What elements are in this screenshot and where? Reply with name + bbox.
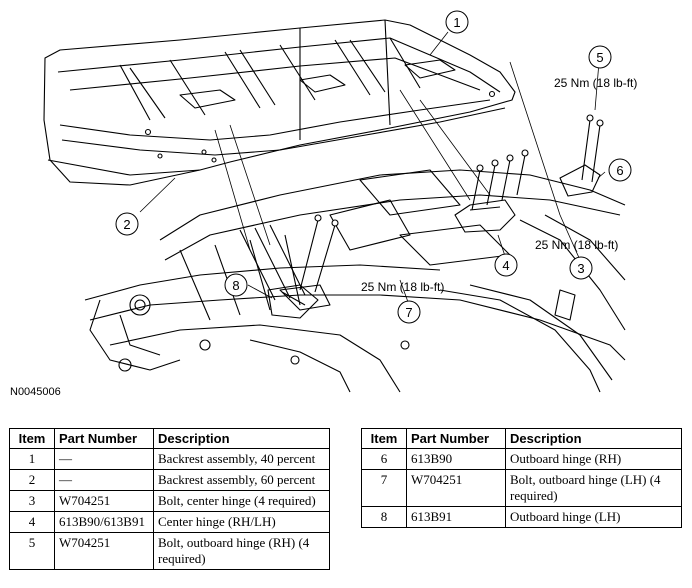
callout-5: 5 [596, 50, 603, 65]
header-part-number: Part Number [54, 428, 154, 449]
cell-part-number: — [54, 448, 154, 470]
table-header-row: Item Part Number Description [9, 428, 330, 449]
callout-4-circle [494, 253, 518, 277]
table-row: 7 W704251 Bolt, outboard hinge (LH) (4 r… [361, 469, 682, 507]
cell-description: Outboard hinge (RH) [505, 448, 682, 470]
cell-item: 4 [9, 511, 55, 533]
torque-label-center: 25 Nm (18 lb-ft) [535, 238, 618, 252]
cell-description: Bolt, outboard hinge (LH) (4 required) [505, 469, 682, 507]
torque-label-outboard-lh: 25 Nm (18 lb-ft) [361, 280, 444, 294]
header-description: Description [505, 428, 682, 449]
cell-part-number: 613B90/613B91 [54, 511, 154, 533]
table-row: 1 — Backrest assembly, 40 percent [9, 448, 330, 470]
cell-item: 5 [9, 532, 55, 570]
callout-7: 7 [405, 305, 412, 320]
parts-table-left: Item Part Number Description 1 — Backres… [9, 428, 330, 570]
table-row: 2 — Backrest assembly, 60 percent [9, 469, 330, 491]
table-header-row: Item Part Number Description [361, 428, 682, 449]
outboard-hinge-lh [267, 284, 319, 319]
torque-label-outboard-rh: 25 Nm (18 lb-ft) [554, 76, 637, 90]
table-row: 8 613B91 Outboard hinge (LH) [361, 506, 682, 528]
table-row: 4 613B90/613B91 Center hinge (RH/LH) [9, 511, 330, 533]
header-description: Description [153, 428, 330, 449]
cell-item: 2 [9, 469, 55, 491]
cell-item: 3 [9, 490, 55, 512]
cell-part-number: 613B90 [406, 448, 506, 470]
callout-2: 2 [123, 217, 130, 232]
cell-description: Center hinge (RH/LH) [153, 511, 330, 533]
bolts [299, 114, 604, 293]
callout-3-circle [569, 256, 593, 280]
header-item: Item [9, 428, 55, 449]
callout-5-circle [588, 45, 612, 69]
callout-8-circle [224, 273, 248, 297]
parts-table-right: Item Part Number Description 6 613B90 Ou… [361, 428, 682, 528]
table-row: 5 W704251 Bolt, outboard hinge (RH) (4 r… [9, 532, 330, 570]
cell-description: Bolt, outboard hinge (RH) (4 required) [153, 532, 330, 570]
center-hinge [454, 199, 516, 233]
cell-description: Backrest assembly, 40 percent [153, 448, 330, 470]
cell-description: Bolt, center hinge (4 required) [153, 490, 330, 512]
callout-1: 1 [453, 15, 460, 30]
cell-description: Outboard hinge (LH) [505, 506, 682, 528]
cell-item: 1 [9, 448, 55, 470]
cell-part-number: W704251 [406, 469, 506, 507]
callout-6-circle [608, 158, 632, 182]
header-item: Item [361, 428, 407, 449]
cell-description: Backrest assembly, 60 percent [153, 469, 330, 491]
cell-item: 7 [361, 469, 407, 507]
cell-part-number: W704251 [54, 532, 154, 570]
header-part-number: Part Number [406, 428, 506, 449]
callout-4: 4 [502, 258, 509, 273]
callout-8: 8 [232, 278, 239, 293]
exploded-view-diagram: 1 2 3 4 5 6 7 8 25 Nm (18 lb-ft) 25 Nm (… [43, 10, 637, 393]
callout-7-circle [397, 300, 421, 324]
table-row: 6 613B90 Outboard hinge (RH) [361, 448, 682, 470]
cell-part-number: 613B91 [406, 506, 506, 528]
table-row: 3 W704251 Bolt, center hinge (4 required… [9, 490, 330, 512]
callout-group: 1 2 3 4 5 6 7 8 [115, 10, 632, 324]
cell-item: 8 [361, 506, 407, 528]
callout-1-circle [445, 10, 469, 34]
cell-part-number: — [54, 469, 154, 491]
outboard-hinge-rh [559, 164, 601, 197]
callout-6: 6 [616, 163, 623, 178]
cell-part-number: W704251 [54, 490, 154, 512]
callout-2-circle [115, 212, 139, 236]
backrest-assembly [43, 19, 516, 186]
figure-id: N0045006 [10, 386, 61, 398]
vehicle-floor-structure [84, 169, 626, 393]
cell-item: 6 [361, 448, 407, 470]
callout-3: 3 [577, 261, 584, 276]
